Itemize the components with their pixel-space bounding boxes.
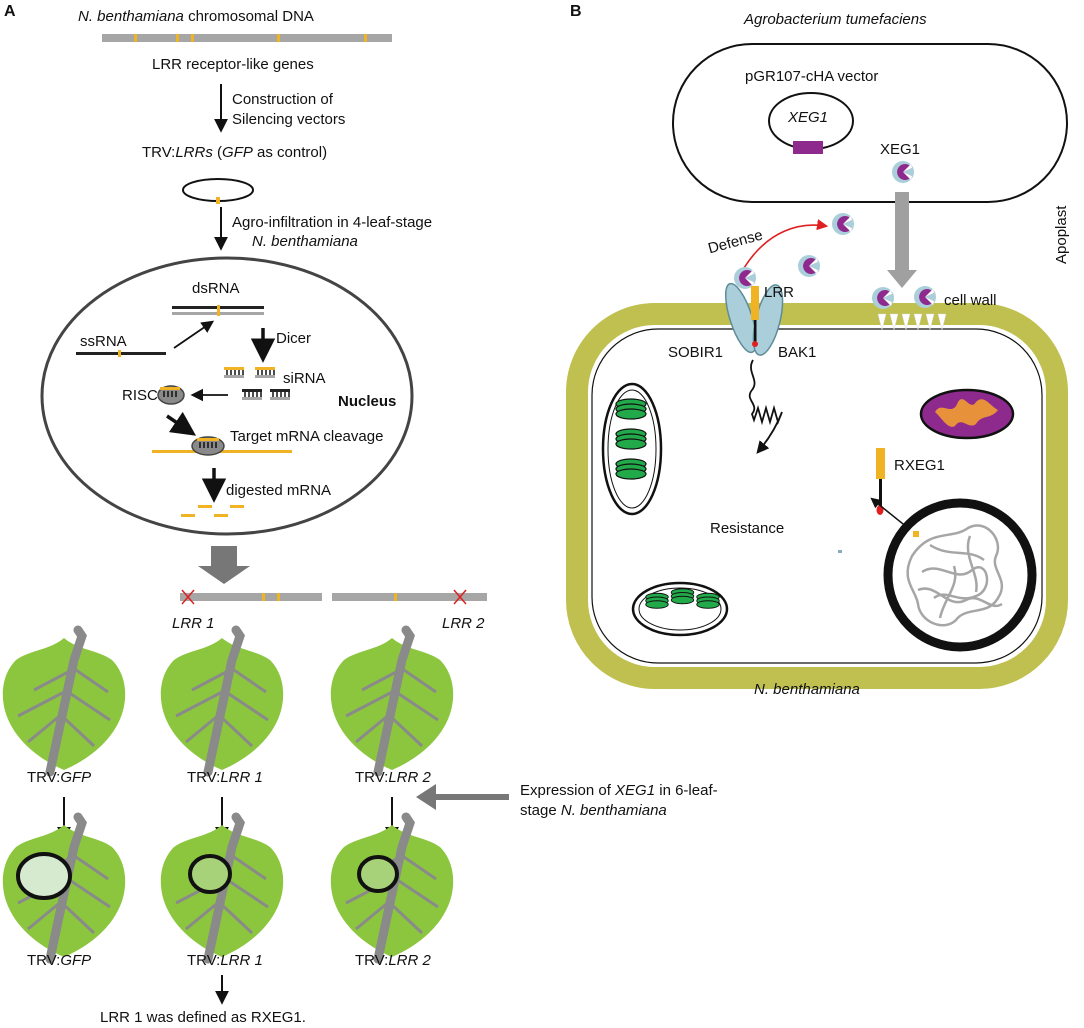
- expression-label-1: Expression of XEG1 in 6-leaf-: [520, 782, 718, 799]
- dsrna-shape: [172, 305, 264, 316]
- leaf-trv-gfp-bottom: [3, 817, 125, 959]
- chromosomal-dna-title: N. benthamiana chromosomal DNA: [78, 8, 314, 25]
- xeg1-protein-icon: [892, 161, 914, 183]
- panel-a-label: A: [4, 3, 16, 20]
- ssrna-shape: [76, 350, 166, 357]
- risc-label: RISC: [122, 387, 158, 404]
- expression-label-2: stage N. benthamiana: [520, 802, 667, 819]
- target-mrna-cleavage-shape: [152, 436, 292, 456]
- risc-complex: [157, 385, 185, 405]
- vector-label: pGR107-cHA vector: [745, 68, 878, 85]
- target-cleavage-label: Target mRNA cleavage: [230, 428, 383, 445]
- digested-mrna-label: digested mRNA: [226, 482, 331, 499]
- lrr1-bar: [180, 589, 322, 605]
- panel-b: B Agrobacterium tumefaciens pGR107-cHA v…: [566, 3, 1070, 698]
- trv-lrr2-label-top: TRV:LRR 2: [355, 769, 432, 786]
- trv-lrrs-label: TRV:LRRs (GFP as control): [142, 144, 327, 161]
- species-label: N. benthamiana: [754, 681, 860, 698]
- plant-cell-wall: [566, 303, 1068, 689]
- rxeg1-label: RXEG1: [894, 457, 945, 474]
- leaf-trv-lrr1-top: [161, 630, 283, 772]
- receptor-complex: [724, 267, 784, 356]
- mitochondrion: [919, 388, 1015, 440]
- trv-gfp-label-bottom: TRV:GFP: [27, 952, 91, 969]
- big-gray-arrow-down: [198, 546, 250, 584]
- agrobacterium-label: Agrobacterium tumefaciens: [743, 11, 927, 28]
- xeg1-plasmid: [768, 92, 854, 154]
- lrr-genes-label: LRR receptor-like genes: [152, 56, 314, 73]
- leaf-trv-lrr1-bottom: [161, 817, 283, 959]
- nucleus-diagram: dsRNA ssRNA Dicer siRNA RISC: [40, 256, 414, 536]
- ssrna-label: ssRNA: [80, 333, 127, 350]
- defense-arrow: [743, 219, 829, 269]
- lrr1-label: LRR 1: [172, 615, 215, 632]
- agrobacterium-cell: [672, 43, 1068, 203]
- construction-label-2: Silencing vectors: [232, 111, 345, 128]
- chloroplast-bottom: [631, 581, 729, 637]
- xeg1-gene-label: XEG1: [787, 109, 828, 126]
- digested-fragments: [181, 505, 244, 517]
- trv-lrr2-label-bottom: TRV:LRR 2: [355, 952, 432, 969]
- lrr2-bar: [332, 589, 487, 605]
- agro-label-1: Agro-infiltration in 4-leaf-stage: [232, 214, 432, 231]
- trv-gfp-label-top: TRV:GFP: [27, 769, 91, 786]
- chloroplast-left: [601, 382, 663, 516]
- lrr2-label: LRR 2: [442, 615, 485, 632]
- xeg1-protein-label: XEG1: [880, 141, 920, 158]
- leaf-trv-gfp-top: [3, 630, 125, 772]
- silencing-vector-plasmid: [182, 178, 254, 204]
- trv-lrr1-label-top: TRV:LRR 1: [187, 769, 263, 786]
- cell-nucleus: [883, 498, 1037, 652]
- arrow-ssrna-dsrna: [173, 320, 215, 349]
- construction-label-1: Construction of: [232, 91, 334, 108]
- leaf-trv-lrr2-top: [331, 630, 453, 772]
- agro-label-2: N. benthamiana: [252, 233, 358, 250]
- cell-wall-label: cell wall: [944, 292, 997, 309]
- bak1-label: BAK1: [778, 344, 816, 361]
- sobir1-label: SOBIR1: [668, 344, 723, 361]
- apoplast-label: Apoplast: [1053, 205, 1070, 264]
- xeg1-degraded-1: [832, 213, 854, 235]
- resistance-label: Resistance: [710, 520, 784, 537]
- conclusion-label: LRR 1 was defined as RXEG1.: [100, 1009, 306, 1026]
- chromosomal-dna-bar: [102, 34, 392, 42]
- panel-b-label: B: [570, 3, 582, 20]
- secretion-arrow: [887, 192, 917, 288]
- dsrna-label: dsRNA: [192, 280, 240, 297]
- leaf-trv-lrr2-bottom: [331, 817, 453, 959]
- nucleus-label: Nucleus: [338, 393, 396, 410]
- small-particle: [838, 550, 842, 553]
- xeg1-on-cell-wall: [872, 286, 947, 331]
- signaling-arrow: [748, 359, 783, 454]
- arrow-risc-target: [166, 411, 197, 436]
- expression-arrow-left: [416, 784, 509, 810]
- panel-a: A N. benthamiana chromosomal DNA LRR rec…: [3, 3, 718, 1026]
- xeg1-free: [798, 255, 820, 277]
- dicer-label: Dicer: [276, 330, 311, 347]
- trv-lrr1-label-bottom: TRV:LRR 1: [187, 952, 263, 969]
- plasma-membrane: [591, 328, 1043, 664]
- sirna-label: siRNA: [283, 370, 326, 387]
- lrr-label: LRR: [764, 284, 794, 301]
